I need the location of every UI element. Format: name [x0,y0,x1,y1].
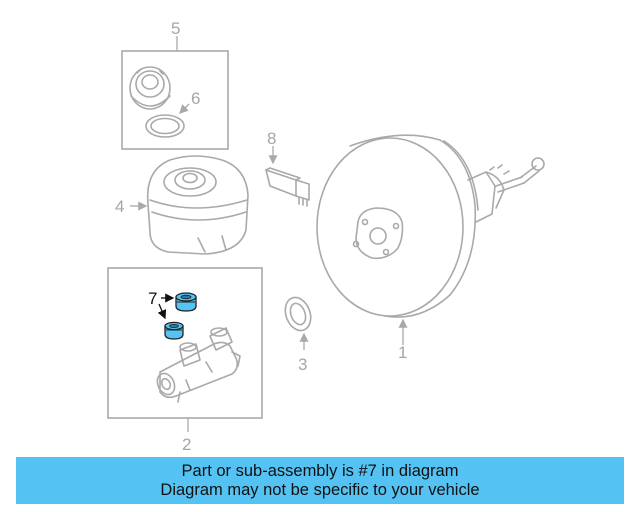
callout-5: 5 [171,19,180,38]
banner-line-disclaimer: Diagram may not be specific to your vehi… [160,480,480,499]
callout-8: 8 [267,129,276,148]
pushrod-bracket [265,167,310,207]
info-banner: Part or sub-assembly is #7 in diagram Di… [16,457,624,504]
master-cylinder-group: 2 7 [107,267,263,454]
cap-assembly-box [121,50,229,150]
master-cylinder-box [107,267,263,419]
callout-6: 6 [191,89,200,108]
cap-assembly-group: 5 6 [121,19,229,150]
reservoir-cap [129,66,171,110]
banner-line-part: Part or sub-assembly is #7 in diagram [181,461,459,480]
cap-seal [145,114,185,138]
booster-gasket [284,296,312,332]
reservoir-grommet-lower [164,321,184,340]
fluid-reservoir [146,155,249,255]
brake-booster [316,134,545,318]
reservoir-grommet-upper [175,292,197,312]
callout-1: 1 [398,343,407,362]
callout-3: 3 [298,355,307,374]
master-cylinder [156,327,241,403]
callout-7: 7 [148,289,157,308]
callout-2: 2 [182,435,191,454]
callout-4: 4 [115,197,124,216]
